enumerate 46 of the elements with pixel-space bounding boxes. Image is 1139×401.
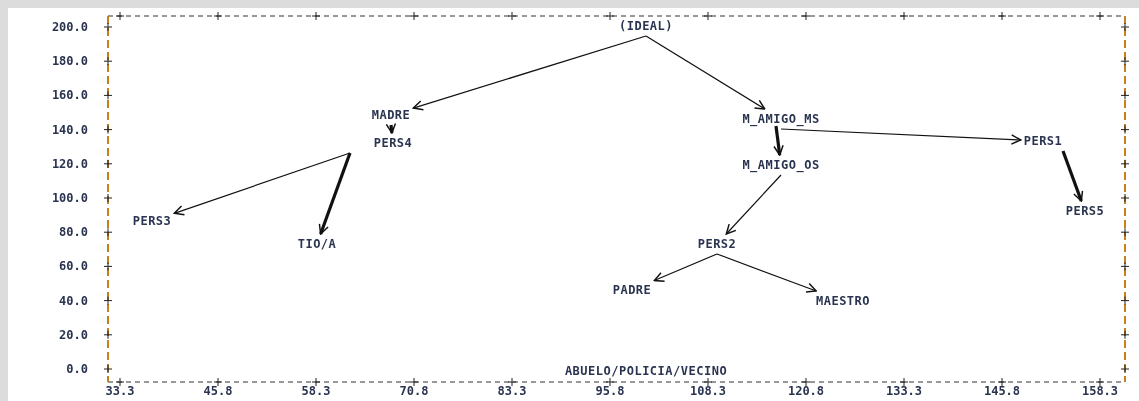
axis-tick-label: 100.0 bbox=[51, 191, 88, 205]
node-label: PERS4 bbox=[373, 136, 413, 150]
node-label: PERS1 bbox=[1023, 134, 1063, 148]
arrow bbox=[653, 253, 718, 282]
axis-tick-label: 40.0 bbox=[59, 293, 88, 308]
node-label: M_AMIGO_MS bbox=[742, 112, 820, 126]
axis-tick-label: 158.3 bbox=[1081, 384, 1119, 398]
axis-tick-label: 120.8 bbox=[787, 384, 825, 398]
arrow bbox=[1061, 150, 1084, 202]
arrow bbox=[412, 35, 647, 111]
node-label: MAESTRO bbox=[815, 294, 871, 308]
node-label: M_AMIGO_OS bbox=[742, 158, 820, 172]
axis-tick-label: 120.0 bbox=[51, 156, 88, 171]
node-label: ABUELO/POLICIA/VECINO bbox=[564, 364, 728, 378]
axis-tick-label: 20.0 bbox=[59, 327, 88, 342]
node-label: (IDEAL) bbox=[618, 19, 674, 33]
arrow bbox=[725, 174, 782, 235]
axis-tick-label: 83.3 bbox=[497, 384, 527, 398]
axis-tick-label: 80.0 bbox=[59, 225, 88, 240]
node-label: PERS3 bbox=[132, 214, 172, 228]
axis-tick-label: 95.8 bbox=[595, 384, 625, 398]
axis-tick-label: 160.0 bbox=[51, 88, 88, 103]
arrow bbox=[645, 35, 766, 110]
arrow bbox=[385, 122, 397, 134]
axis-tick-label: 180.0 bbox=[51, 54, 88, 69]
arrow bbox=[318, 152, 352, 235]
node-label: PERS5 bbox=[1065, 204, 1105, 218]
arrow bbox=[773, 125, 784, 156]
arrow bbox=[173, 152, 351, 216]
axis-tick-label: 45.8 bbox=[203, 384, 233, 398]
node-label: PERS2 bbox=[697, 237, 737, 251]
axis-tick-label: 133.3 bbox=[885, 384, 923, 398]
axis-tick-label: 0.0 bbox=[66, 362, 88, 376]
axis-tick-label: 108.3 bbox=[689, 384, 727, 398]
arrow bbox=[716, 253, 817, 293]
node-label: TIO/A bbox=[297, 237, 337, 251]
axis-tick-label: 145.8 bbox=[983, 384, 1021, 398]
node-label: MADRE bbox=[371, 108, 411, 122]
axis-tick-label: 200.0 bbox=[51, 20, 88, 34]
arrow bbox=[780, 128, 1022, 145]
axis-tick-label: 33.3 bbox=[105, 384, 135, 398]
axis-tick-label: 70.8 bbox=[399, 384, 429, 398]
node-label: PADRE bbox=[612, 283, 652, 297]
axis-tick-label: 140.0 bbox=[51, 122, 88, 137]
axis-tick-label: 58.3 bbox=[301, 384, 331, 398]
axis-tick-label: 60.0 bbox=[59, 259, 88, 274]
